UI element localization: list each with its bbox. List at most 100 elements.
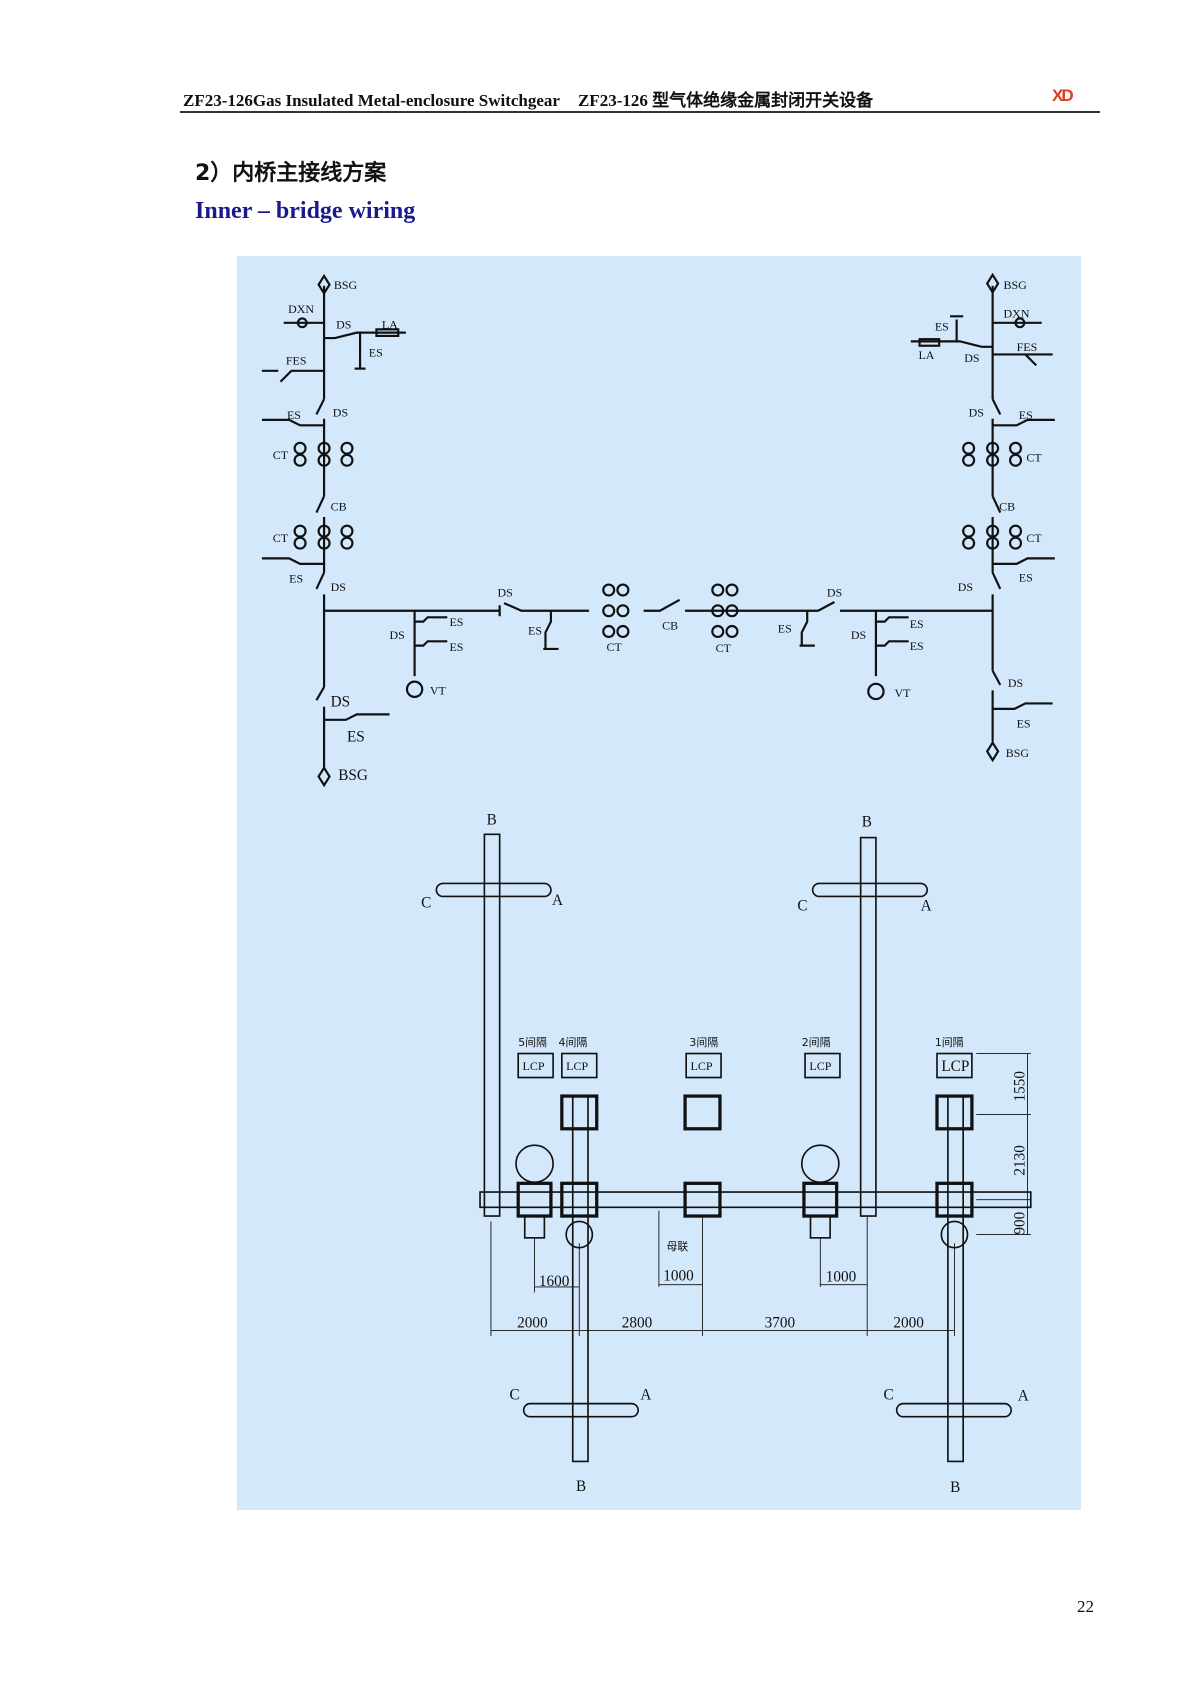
diagram-label: DS <box>969 406 984 420</box>
diagram-label: CT <box>607 640 623 654</box>
diagram-label: DS <box>827 586 842 600</box>
diagram-label: 3700 <box>765 1314 796 1331</box>
diagram-label: B <box>576 1478 586 1495</box>
diagram-label: A <box>552 892 563 909</box>
diagram-label: LA <box>382 317 398 331</box>
diagram-label: 1600 <box>539 1273 570 1290</box>
diagram-label: DS <box>964 351 979 365</box>
header-rule <box>180 111 1100 113</box>
diagram-label: B <box>862 814 872 831</box>
header-title-en: ZF23-126Gas Insulated Metal-enclosure Sw… <box>183 91 560 110</box>
diagram-label: DS <box>336 317 351 331</box>
diagram-label: BSG <box>1004 278 1028 292</box>
diagram-label: CB <box>662 618 678 632</box>
diagram-label: BSG <box>338 767 368 784</box>
diagram-label: CT <box>1026 450 1042 464</box>
diagram-label: ES <box>347 729 365 746</box>
diagram-label: C <box>421 894 431 911</box>
diagram-label: LCP <box>941 1058 969 1075</box>
diagram-label: ES <box>1019 408 1033 422</box>
bsg-terminal-icon <box>985 740 1000 763</box>
diagram-label: C <box>509 1386 519 1403</box>
diagram-label: DXN <box>1004 306 1030 320</box>
diagram-label: 1000 <box>663 1267 694 1284</box>
diagram-label: ES <box>369 346 383 360</box>
lcp-box <box>804 1052 841 1079</box>
diagram-label: B <box>950 1479 960 1496</box>
diagram-label: CT <box>1026 531 1042 545</box>
vt-icon <box>405 680 424 698</box>
ct-icon <box>293 524 354 550</box>
diagram-label: DS <box>497 586 512 600</box>
diagram-label: VT <box>430 684 447 698</box>
diagram-label: LCP <box>566 1059 588 1073</box>
diagram-label: DS <box>1008 676 1023 690</box>
diagram-label: DXN <box>288 302 314 316</box>
schematic-labels: BSG DXN DS LA ES FES ES DS CT CB CT ES DS DS ES… <box>273 278 1043 784</box>
diagram-label: 1000 <box>826 1268 857 1285</box>
bsg-terminal-icon <box>317 273 331 296</box>
diagram-label: ES <box>449 640 463 654</box>
diagram-label: 1550 <box>1011 1071 1028 1102</box>
diagram-label: 2000 <box>893 1314 924 1331</box>
diagram-label: 2800 <box>622 1314 653 1331</box>
diagram-label: ES <box>910 639 924 653</box>
diagram-label: ES <box>287 408 301 422</box>
diagram-label: LCP <box>809 1059 831 1073</box>
diagram-label: 2间隔 <box>802 1036 831 1049</box>
bsg-terminal-icon <box>985 272 1000 295</box>
company-logo: XD <box>1052 86 1074 105</box>
diagram-label: 3间隔 <box>689 1036 718 1049</box>
diagram-label: ES <box>449 615 463 629</box>
section-title-en: Inner – bridge wiring <box>195 198 416 224</box>
ct-icon <box>293 441 354 467</box>
running-header: ZF23-126Gas Insulated Metal-enclosure Sw… <box>183 86 873 111</box>
diagram-label: CB <box>999 499 1015 513</box>
diagram-label: LCP <box>523 1059 545 1073</box>
diagram-label: ES <box>935 319 949 333</box>
diagram-label: A <box>921 898 932 915</box>
lcp-box <box>685 1052 722 1079</box>
diagram-label: ES <box>778 622 792 636</box>
diagram-label: CB <box>331 499 347 513</box>
plan-layout <box>435 833 1032 1463</box>
diagram-label: FES <box>1017 340 1038 354</box>
diagram-label: DS <box>331 694 351 711</box>
diagram-label: ES <box>910 617 924 631</box>
diagram-label: A <box>640 1386 651 1403</box>
diagram-label: VT <box>894 686 911 700</box>
diagram-label: CT <box>716 641 732 655</box>
ct-icon <box>711 583 739 639</box>
diagram-label: C <box>884 1386 894 1403</box>
diagram-label: LCP <box>691 1059 713 1073</box>
diagram-label: LA <box>918 348 934 362</box>
diagram-label: ES <box>289 571 303 585</box>
single-line-schematic <box>261 272 1055 788</box>
lcp-box <box>517 1052 554 1079</box>
diagram-label: 2000 <box>517 1314 548 1331</box>
lcp-box <box>936 1052 973 1079</box>
page-number: 22 <box>1077 1597 1094 1616</box>
bsg-terminal-icon <box>317 765 331 788</box>
header-title-cn: ZF23-126 型气体绝缘金属封闭开关设备 <box>577 91 874 110</box>
diagram-label: CT <box>273 531 289 545</box>
ct-icon <box>602 583 630 639</box>
diagram-label: ES <box>528 624 542 638</box>
diagram-label: 1间隔 <box>935 1036 964 1049</box>
diagram-label: ES <box>1017 716 1031 730</box>
diagram-label: DS <box>390 628 405 642</box>
diagram-label: DS <box>958 580 973 594</box>
diagram-label: BSG <box>1006 746 1030 760</box>
diagram-panel <box>237 256 1081 1510</box>
diagram-label: DS <box>851 628 866 642</box>
diagram-label: 5间隔 <box>518 1036 547 1049</box>
ct-icon <box>962 524 1023 550</box>
diagram-label: C <box>797 898 807 915</box>
diagram-label: CT <box>273 448 289 462</box>
diagram-label: A <box>1018 1387 1029 1404</box>
diagram-label: DS <box>333 406 348 420</box>
diagram-label: ES <box>1019 570 1033 584</box>
